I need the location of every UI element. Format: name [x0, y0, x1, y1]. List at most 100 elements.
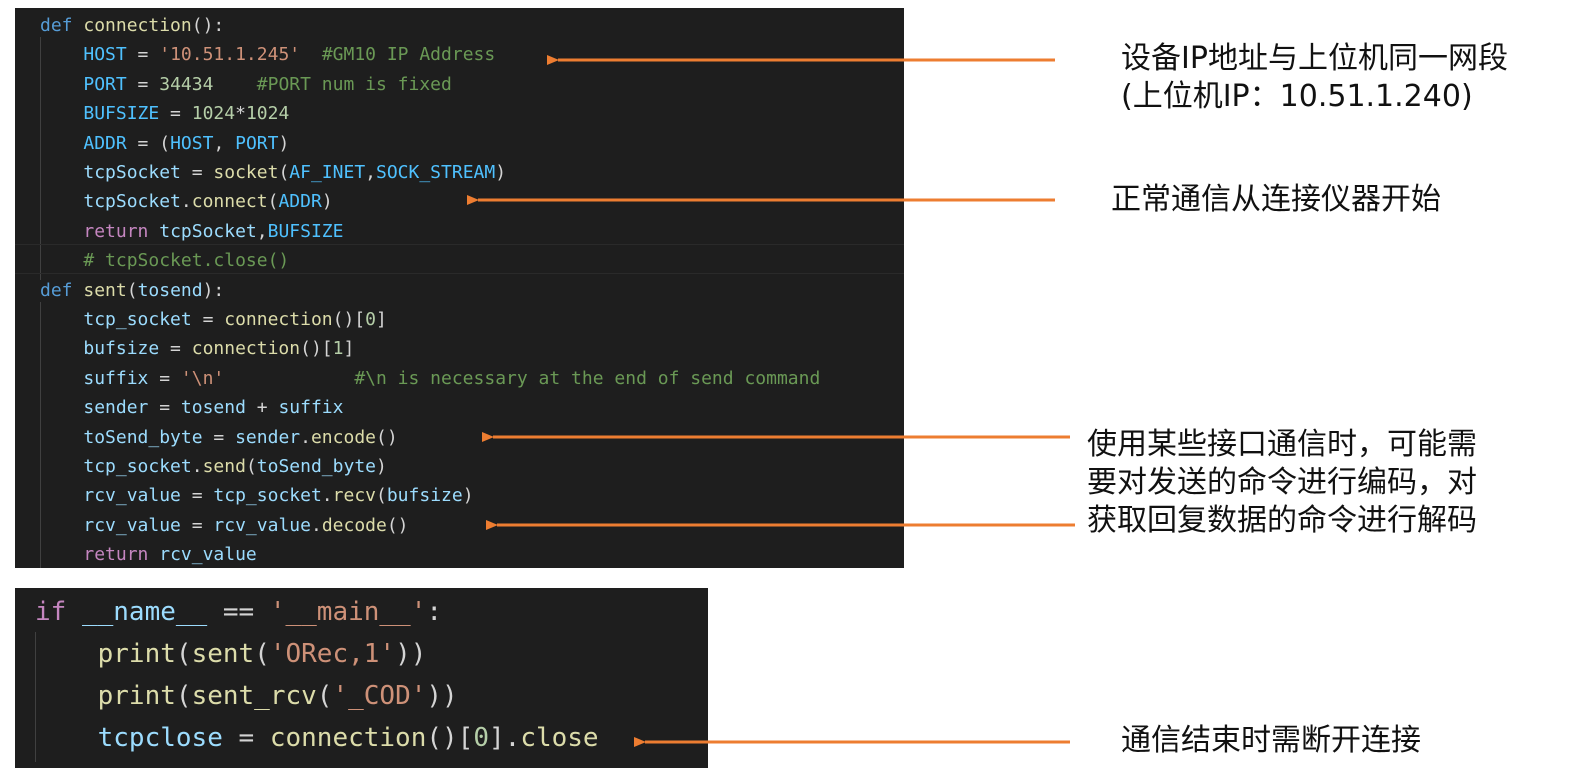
- annotation-encode-decode: 使用某些接口通信时，可能需 要对发送的命令进行编码，对 获取回复数据的命令进行解…: [1087, 426, 1477, 540]
- annotation-close: 通信结束时需断开连接: [1121, 722, 1421, 760]
- code-token: send: [202, 456, 246, 477]
- code-token: AF_INET: [289, 162, 366, 183]
- code-token: return: [83, 544, 149, 566]
- code-token: close: [520, 723, 599, 753]
- code-token: '_COD': [332, 681, 427, 711]
- code-line: PORT = 34434 #PORT num is fixed: [15, 70, 904, 99]
- code-token: encode: [310, 426, 376, 448]
- code-token: sent_rcv: [191, 681, 317, 711]
- code-token: rcv_value: [213, 514, 311, 536]
- code-token: #\n is necessary at the end of send comm…: [354, 367, 821, 389]
- code-token: toSend_byte: [256, 456, 376, 477]
- code-token: BUFSIZE: [267, 220, 344, 242]
- code-token: ,: [365, 162, 376, 183]
- annotation-ip-address: 设备IP地址与上位机同一网段 (上位机IP：10.51.1.240): [1121, 40, 1508, 116]
- code-token: (: [278, 162, 290, 183]
- code-line: def connection():: [15, 11, 904, 40]
- code-line: return tcpSocket,BUFSIZE: [15, 217, 904, 246]
- code-token: 'ORec,1': [269, 639, 396, 669]
- code-token: tcp_socket: [213, 485, 322, 507]
- code-line: BUFSIZE = 1024*1024: [15, 99, 904, 128]
- code-token: ].: [489, 723, 521, 753]
- code-token: HOST: [83, 44, 127, 66]
- code-token: 34434: [159, 73, 214, 95]
- code-line: rcv_value = rcv_value.decode(): [15, 511, 904, 540]
- code-token: decode: [321, 514, 387, 536]
- indent-guide: [40, 37, 41, 280]
- code-token: (: [175, 639, 192, 669]
- code-token: 1024: [245, 103, 290, 125]
- code-token: connection: [191, 338, 301, 360]
- code-line: HOST = '10.51.1.245' #GM10 IP Address: [15, 40, 904, 69]
- code-token: .: [321, 485, 333, 507]
- code-token: print: [97, 639, 176, 669]
- code-token: ): [495, 162, 507, 183]
- code-token: .: [300, 426, 311, 448]
- code-token: socket: [213, 162, 279, 183]
- code-line: toSend_byte = sender.encode(): [15, 423, 904, 452]
- code-line: sender = tosend + suffix: [15, 393, 904, 422]
- code-token: =: [159, 103, 192, 125]
- code-token: sender: [83, 397, 149, 419]
- code-token: connection: [224, 309, 333, 330]
- code-token: ): [462, 485, 474, 507]
- code-token: HOST: [170, 132, 214, 154]
- code-token: '__main__': [269, 597, 427, 627]
- code-token: )): [395, 639, 427, 669]
- code-line: def sent(tosend):: [15, 276, 904, 305]
- code-token: =: [180, 514, 214, 536]
- code-token: tcpSocket: [83, 191, 181, 213]
- code-token: :: [426, 597, 443, 627]
- code-token: ADDR: [83, 132, 127, 154]
- annotation-encode-line-1: 使用某些接口通信时，可能需: [1087, 427, 1477, 462]
- code-token: =: [222, 723, 270, 753]
- code-token: if: [35, 597, 67, 627]
- annotation-connect-line: 正常通信从连接仪器开始: [1111, 182, 1441, 217]
- code-token: =: [202, 426, 236, 448]
- code-token: sender: [235, 426, 301, 448]
- code-line: # tcpSocket.close(): [15, 246, 904, 275]
- code-line: print(sent_rcv('_COD')): [15, 675, 708, 717]
- code-token: .: [180, 191, 192, 213]
- code-token: '10.51.1.245': [159, 44, 301, 66]
- code-token: tosend: [137, 279, 203, 301]
- annotation-encode-line-2: 要对发送的命令进行编码，对: [1087, 465, 1477, 500]
- code-token: 1: [332, 338, 344, 360]
- code-token: .: [191, 456, 203, 477]
- code-token: =: [148, 367, 181, 389]
- code-token: tosend: [180, 397, 246, 419]
- code-token: rcv_value: [83, 514, 181, 536]
- code-token: recv: [332, 485, 376, 507]
- current-line-highlight: [15, 244, 904, 274]
- code-token: tcpSocket: [159, 220, 257, 242]
- code-token: =: [159, 338, 192, 360]
- code-token: =: [148, 397, 181, 419]
- code-token: PORT: [235, 132, 279, 154]
- code-token: *: [235, 103, 246, 125]
- annotation-close-line: 通信结束时需断开连接: [1121, 723, 1421, 758]
- code-token: (: [245, 456, 257, 477]
- code-line: tcpSocket = socket(AF_INET,SOCK_STREAM): [15, 158, 904, 187]
- code-token: rcv_value: [83, 485, 181, 507]
- code-token: sent: [191, 639, 255, 669]
- code-token: toSend_byte: [83, 426, 203, 448]
- code-token: (: [316, 681, 333, 711]
- code-token: connection: [83, 15, 192, 36]
- code-token: +: [245, 397, 279, 419]
- code-line: tcp_socket = connection()[0]: [15, 305, 904, 334]
- code-token: =: [180, 485, 214, 507]
- code-token: suffix: [83, 367, 149, 389]
- code-line: tcp_socket.send(toSend_byte): [15, 452, 904, 481]
- code-token: tcpclose: [97, 723, 223, 753]
- code-token: (: [175, 681, 192, 711]
- code-token: =: [191, 309, 225, 330]
- code-token: ()[: [332, 309, 366, 330]
- code-line: tcpSocket.connect(ADDR): [15, 187, 904, 216]
- code-token: sent: [83, 279, 127, 301]
- annotation-ip-line-1: 设备IP地址与上位机同一网段: [1121, 41, 1508, 76]
- code-line: print(sent('ORec,1')): [15, 633, 708, 675]
- code-token: (: [126, 279, 138, 301]
- code-editor-bottom: if __name__ == '__main__': print(sent('O…: [15, 588, 708, 768]
- code-token: SOCK_STREAM: [376, 162, 496, 183]
